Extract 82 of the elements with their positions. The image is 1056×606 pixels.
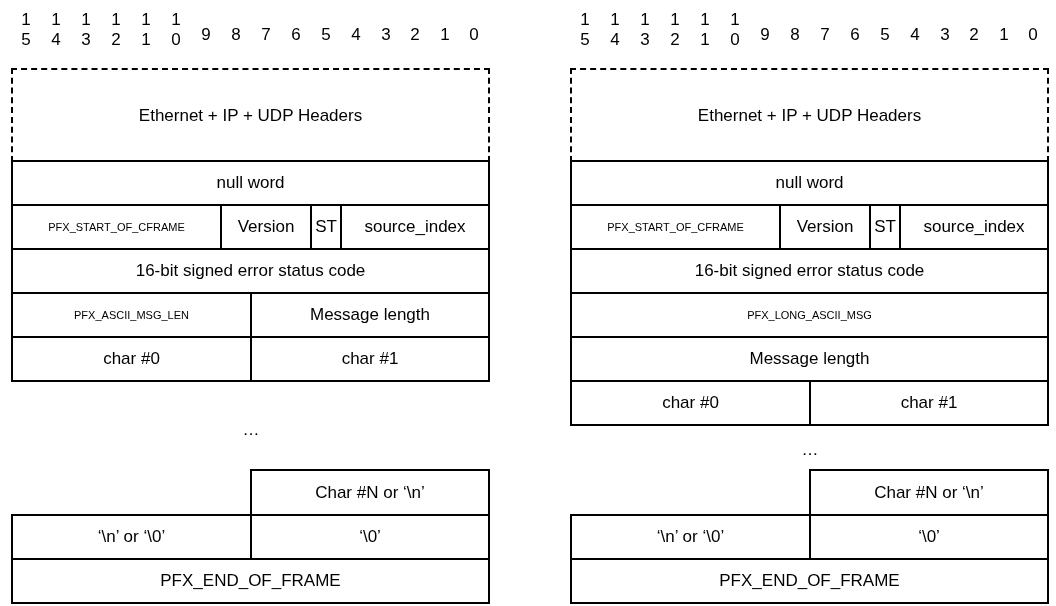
field-cell <box>11 68 490 162</box>
field-cell <box>570 68 1049 162</box>
field-label: Message length <box>749 349 870 369</box>
bit-number: 1 4 <box>51 10 61 50</box>
field-label: PFX_START_OF_CFRAME <box>48 221 185 233</box>
bit-number: 4 <box>909 25 921 45</box>
field-label: PFX_START_OF_CFRAME <box>607 221 744 233</box>
bit-number: 2 <box>968 25 980 45</box>
field-cell <box>809 469 1049 516</box>
bit-number: 0 <box>468 25 480 45</box>
field-label: Message length <box>310 305 430 325</box>
field-label: PFX_END_OF_FRAME <box>160 571 341 591</box>
field-label: Ethernet + IP + UDP Headers <box>138 106 363 126</box>
field-label: ‘\0’ <box>359 527 381 547</box>
bit-number: 8 <box>230 25 242 45</box>
bit-number: 1 <box>998 25 1010 45</box>
field-label: Char #N or ‘\n’ <box>315 482 425 503</box>
field-cell <box>570 558 1049 604</box>
field-label: ST <box>874 217 896 237</box>
field-cell <box>570 514 811 560</box>
field-cell <box>570 380 811 426</box>
bit-number: 2 <box>409 25 421 45</box>
field-label: PFX_END_OF_FRAME <box>719 571 900 591</box>
field-label: ‘\n’ or ‘\0’ <box>97 527 166 547</box>
bit-number: 1 5 <box>21 10 31 50</box>
field-cell <box>11 336 252 382</box>
field-label: ‘\n’ or ‘\0’ <box>656 527 725 547</box>
bit-number: 3 <box>380 25 392 45</box>
field-label: char #0 <box>103 349 160 369</box>
bit-number: 4 <box>350 25 362 45</box>
field-label: source_index <box>364 217 466 237</box>
bit-number: 3 <box>939 25 951 45</box>
bit-number: 5 <box>879 25 891 45</box>
field-cell <box>250 469 490 516</box>
field-label: 16-bit signed error status code <box>694 261 925 281</box>
field-label: 16-bit signed error status code <box>135 261 366 281</box>
field-label: char #1 <box>341 349 399 369</box>
field-label: char #1 <box>900 393 958 413</box>
field-cell <box>570 248 1049 294</box>
bit-number: 9 <box>759 25 771 45</box>
field-cell <box>11 248 490 294</box>
bit-number: 1 3 <box>81 10 91 50</box>
field-label: PFX_ASCII_MSG_LEN <box>74 309 189 321</box>
bit-number: 9 <box>200 25 212 45</box>
bit-number: 1 2 <box>111 10 121 50</box>
field-label: source_index <box>923 217 1025 237</box>
bit-number: 7 <box>260 25 272 45</box>
bit-number: 8 <box>789 25 801 45</box>
field-label: ‘\0’ <box>918 527 940 547</box>
field-cell <box>11 558 490 604</box>
field-label: Char #N or ‘\n’ <box>874 482 984 503</box>
bit-number: 5 <box>320 25 332 45</box>
bit-number: 1 1 <box>700 10 710 50</box>
field-cell <box>809 380 1049 426</box>
field-label: Version <box>237 217 295 237</box>
field-cell <box>570 292 1049 338</box>
bit-number: 1 5 <box>580 10 590 50</box>
bit-number: 7 <box>819 25 831 45</box>
field-label: ST <box>315 217 337 237</box>
bit-number: 1 0 <box>730 10 740 50</box>
bit-number: 1 <box>439 25 451 45</box>
ellipsis: … <box>241 420 261 440</box>
bit-number: 6 <box>849 25 861 45</box>
ellipsis: … <box>800 440 820 460</box>
bit-number: 1 2 <box>670 10 680 50</box>
bit-number: 1 0 <box>171 10 181 50</box>
field-label: null word <box>775 173 844 193</box>
field-cell <box>570 336 1049 382</box>
field-label: null word <box>216 173 285 193</box>
field-label: Version <box>796 217 854 237</box>
bit-number: 0 <box>1027 25 1039 45</box>
field-label: Ethernet + IP + UDP Headers <box>697 106 922 126</box>
field-cell <box>11 514 252 560</box>
bit-number: 1 4 <box>610 10 620 50</box>
field-cell <box>11 160 490 206</box>
bit-number: 1 3 <box>640 10 650 50</box>
field-cell <box>570 160 1049 206</box>
field-label: PFX_LONG_ASCII_MSG <box>747 309 872 321</box>
bit-number: 6 <box>290 25 302 45</box>
bit-number: 1 1 <box>141 10 151 50</box>
field-label: char #0 <box>662 393 719 413</box>
field-cell <box>250 336 490 382</box>
